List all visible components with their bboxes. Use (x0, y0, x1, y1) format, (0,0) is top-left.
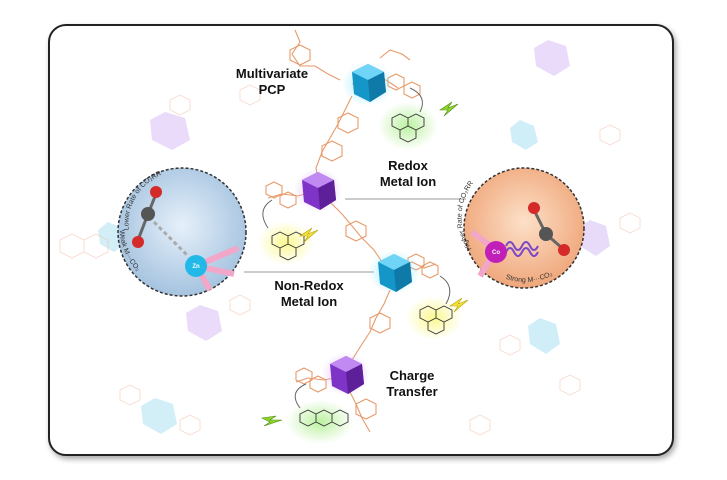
label-nonredox-metal-ion: Non-Redox Metal Ion (266, 278, 352, 310)
label-redox-metal-ion: Redox Metal Ion (368, 158, 448, 190)
label-redox: Redox (388, 158, 428, 173)
label-redox-metal: Metal Ion (379, 174, 437, 189)
chromophore-rings (271, 113, 453, 427)
label-transfer: Transfer (386, 384, 438, 399)
background-faded-nodes (98, 40, 610, 434)
label-multivariate-pcp: Multivariate PCP (232, 66, 312, 98)
right-inset-circle: Higher Rate of CO₂RR Strong M···CO₂ Co (457, 167, 585, 289)
left-inset-circle: Lower Rate of CO₂RR Weak M···CO₂ Zn (117, 167, 247, 297)
background-faded-linkers (59, 84, 641, 436)
label-charge-transfer: Charge Transfer (372, 368, 452, 400)
label-pcp: PCP (258, 82, 286, 97)
bolt-left (299, 227, 319, 243)
cyan-metal-node-mid (378, 254, 412, 292)
bolt-right (449, 297, 469, 313)
purple-metal-node-mid (302, 172, 336, 210)
bolt-top (439, 101, 459, 117)
energy-transfer-arrows (262, 87, 451, 409)
lightning-bolts (261, 101, 469, 427)
green-glow-bottom (286, 400, 354, 444)
label-nonredox: Non-Redox (274, 278, 344, 293)
purple-metal-node-bottom (330, 356, 364, 394)
label-multivariate: Multivariate (235, 66, 309, 81)
cyan-metal-node-top (352, 64, 386, 102)
bolt-bottom (261, 415, 283, 427)
yellow-glow-left (258, 221, 314, 265)
left-ion-label: Zn (192, 264, 200, 270)
yellow-glow-right (406, 296, 462, 340)
label-charge: Charge (389, 368, 435, 383)
label-nonredox-metal: Metal Ion (280, 294, 338, 309)
right-ion-label: Co (492, 250, 500, 256)
